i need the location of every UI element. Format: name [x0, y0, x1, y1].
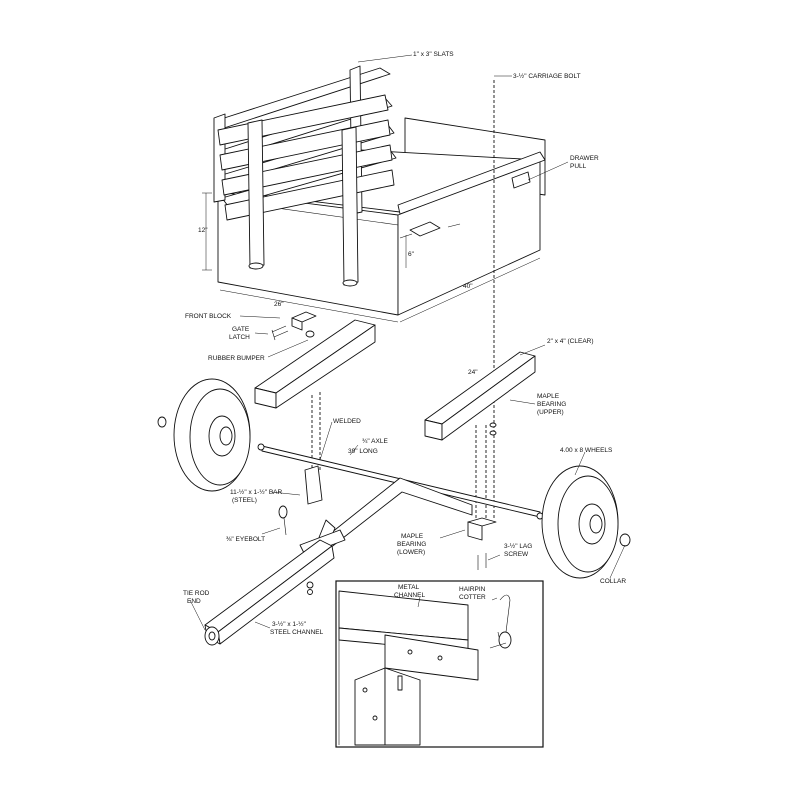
detail-inset — [335, 580, 544, 748]
label-bar-2: (STEEL) — [232, 497, 257, 504]
label-dim-26: 26" — [274, 301, 284, 308]
label-maple-upper-1: MAPLE — [537, 393, 560, 400]
front-slats — [217, 94, 395, 287]
label-maple-lower-3: (LOWER) — [397, 549, 425, 556]
right-wheel — [541, 465, 631, 579]
label-wheels: 4.00 x 8 WHEELS — [560, 447, 613, 454]
label-carriage-bolt: 3-½" CARRIAGE BOLT — [513, 72, 581, 80]
label-gate: GATE — [232, 326, 250, 333]
label-axle-2: 39" LONG — [348, 448, 378, 455]
label-latch: LATCH — [229, 334, 250, 341]
label-maple-lower-1: MAPLE — [401, 533, 424, 540]
label-hairpin: HAIRPIN — [459, 586, 486, 593]
label-maple-lower-2: BEARING — [397, 541, 426, 548]
label-axle-1: ¾" AXLE — [362, 438, 388, 445]
leader-lines — [189, 54, 626, 631]
label-maple-upper-2: BEARING — [537, 401, 566, 408]
label-2x4: 2" x 4" (CLEAR) — [547, 338, 594, 345]
label-channel: CHANNEL — [394, 592, 425, 599]
label-lag-2: SCREW — [504, 551, 529, 558]
rear-bearing-upper — [424, 351, 536, 441]
label-maple-upper-3: (UPPER) — [537, 409, 564, 416]
left-wheel — [157, 378, 251, 492]
label-welded: WELDED — [333, 418, 361, 425]
label-lag-1: 3-½" LAG — [504, 542, 532, 550]
box-dimensions — [202, 192, 541, 323]
label-drawer: DRAWER — [570, 155, 599, 162]
label-dim-40: 40" — [463, 283, 473, 290]
label-eyebolt: ⅜" EYEBOLT — [226, 536, 265, 543]
label-cotter: COTTER — [459, 594, 486, 601]
label-bar-1: 11-½" x 1-½" BAR — [230, 488, 282, 496]
tongue-frame — [204, 422, 497, 646]
front-bearing-block — [254, 311, 376, 409]
label-channel-1: 3-½" x 1-½" — [272, 620, 307, 628]
wagon-box — [213, 65, 546, 316]
label-collar: COLLAR — [600, 578, 626, 585]
label-tie-rod-2: END — [187, 598, 201, 605]
label-slats: 1" x 3" SLATS — [413, 51, 454, 58]
label-front-block: FRONT BLOCK — [185, 313, 232, 320]
label-dim-6: 6" — [408, 251, 415, 258]
label-channel-2: STEEL CHANNEL — [270, 629, 324, 636]
label-dim-12: 12" — [198, 227, 208, 234]
label-dim-24: 24" — [468, 369, 478, 376]
labels: 1" x 3" SLATS 3-½" CARRIAGE BOLT DRAWER … — [183, 51, 626, 636]
label-pull: PULL — [570, 163, 587, 170]
label-rubber-bumper: RUBBER BUMPER — [208, 355, 265, 362]
label-metal: METAL — [398, 584, 420, 591]
label-tie-rod-1: TIE ROD — [183, 590, 210, 597]
